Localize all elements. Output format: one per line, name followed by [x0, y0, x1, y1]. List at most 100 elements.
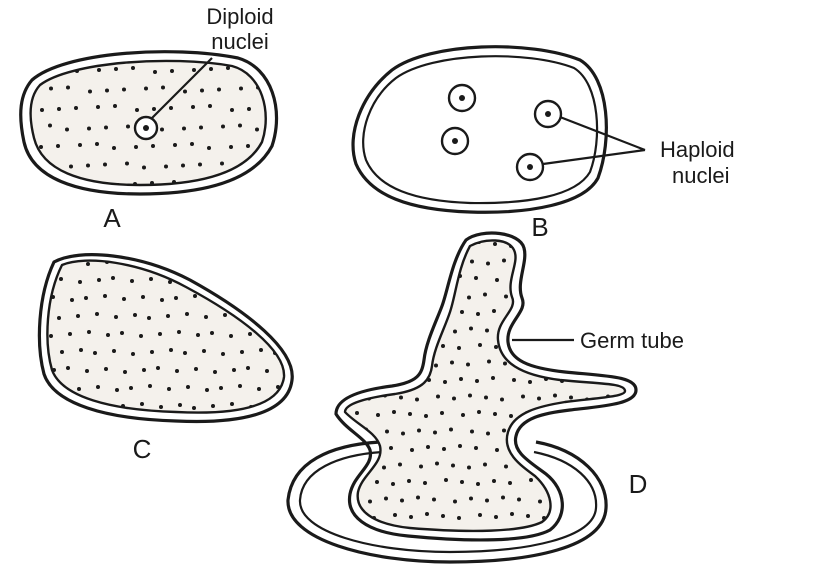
- granule-dot: [114, 315, 118, 319]
- granule-dot: [410, 448, 414, 452]
- granule-dot: [483, 463, 487, 467]
- granule-dot: [96, 385, 100, 389]
- granule-dot: [559, 276, 563, 280]
- granule-dot: [205, 388, 209, 392]
- granule-dot: [603, 431, 607, 435]
- granule-dot: [219, 386, 223, 390]
- granule-dot: [406, 376, 410, 380]
- granule-dot: [384, 497, 388, 501]
- granule-dot: [576, 376, 580, 380]
- granule-dot: [149, 277, 153, 281]
- granule-dot: [247, 259, 251, 263]
- granule-dot: [148, 384, 152, 388]
- granule-dot: [563, 513, 567, 517]
- granule-dot: [477, 410, 481, 414]
- granule-dot: [529, 478, 533, 482]
- granule-dot: [111, 276, 115, 280]
- granule-dot: [474, 446, 478, 450]
- granule-dot: [115, 388, 119, 392]
- granule-dot: [393, 513, 397, 517]
- granule-dot: [238, 384, 242, 388]
- granule-dot: [122, 297, 126, 301]
- granule-dot: [359, 308, 363, 312]
- granule-dot: [257, 387, 261, 391]
- granule-dot: [350, 462, 354, 466]
- granule-dot: [266, 262, 270, 266]
- granule-dot: [441, 514, 445, 518]
- granule-dot: [49, 334, 53, 338]
- granule-dot: [264, 296, 268, 300]
- granule-dot: [186, 385, 190, 389]
- granule-dot: [494, 345, 498, 349]
- granule-dot: [103, 294, 107, 298]
- granule-dot: [389, 276, 393, 280]
- granule-dot: [492, 309, 496, 313]
- granule-dot: [114, 67, 118, 71]
- granule-dot: [484, 396, 488, 400]
- granule-dot: [232, 368, 236, 372]
- granule-dot: [223, 313, 227, 317]
- granule-dot: [65, 128, 69, 132]
- granule-dot: [555, 430, 559, 434]
- granule-dot: [478, 343, 482, 347]
- granule-dot: [390, 379, 394, 383]
- granule-dot: [342, 378, 346, 382]
- granule-dot: [469, 327, 473, 331]
- granule-dot: [277, 278, 281, 282]
- granule-dot: [192, 68, 196, 72]
- granule-dot: [442, 277, 446, 281]
- granule-dot: [95, 312, 99, 316]
- granule-dot: [57, 316, 61, 320]
- granule-dot: [493, 412, 497, 416]
- granule-dot: [572, 360, 576, 364]
- granule-dot: [460, 310, 464, 314]
- granule-dot: [605, 292, 609, 296]
- granule-dot: [613, 380, 617, 384]
- granule-dot: [68, 332, 72, 336]
- granule-dot: [433, 431, 437, 435]
- granule-dot: [407, 479, 411, 483]
- granule-dot: [400, 329, 404, 333]
- granule-dot: [408, 242, 412, 246]
- granule-dot: [416, 496, 420, 500]
- granule-dot: [348, 261, 352, 265]
- granule-dot: [78, 280, 82, 284]
- haploid-label-line1: Haploid: [660, 137, 735, 162]
- granule-dot: [282, 406, 286, 410]
- granule-dot: [256, 314, 260, 318]
- granule-dot: [435, 292, 439, 296]
- granule-dot: [459, 377, 463, 381]
- granule-dot: [417, 429, 421, 433]
- granule-dot: [339, 244, 343, 248]
- granule-dot: [51, 295, 55, 299]
- granule-dot: [373, 274, 377, 278]
- granule-dot: [432, 498, 436, 502]
- granule-dot: [593, 311, 597, 315]
- granule-dot: [400, 499, 404, 503]
- granule-dot: [502, 259, 506, 263]
- granule-dot: [443, 380, 447, 384]
- granule-dot: [220, 279, 224, 283]
- granule-dot: [409, 345, 413, 349]
- granule-dot: [441, 344, 445, 348]
- granule-dot: [509, 414, 513, 418]
- granule-dot: [527, 447, 531, 451]
- granule-dot: [526, 344, 530, 348]
- granule-dot: [536, 294, 540, 298]
- granule-dot: [231, 295, 235, 299]
- granule-dot: [104, 126, 108, 130]
- figure-label-b: B: [531, 212, 548, 242]
- granule-dot: [401, 262, 405, 266]
- granule-dot: [493, 242, 497, 246]
- granule-dot: [485, 329, 489, 333]
- granule-dot: [597, 378, 601, 382]
- granule-dot: [503, 362, 507, 366]
- granule-dot: [87, 330, 91, 334]
- granule-dot: [570, 329, 574, 333]
- figure-label-a: A: [103, 203, 121, 233]
- granule-dot: [450, 361, 454, 365]
- granule-dot: [141, 295, 145, 299]
- granule-dot: [389, 446, 393, 450]
- granule-dot: [194, 367, 198, 371]
